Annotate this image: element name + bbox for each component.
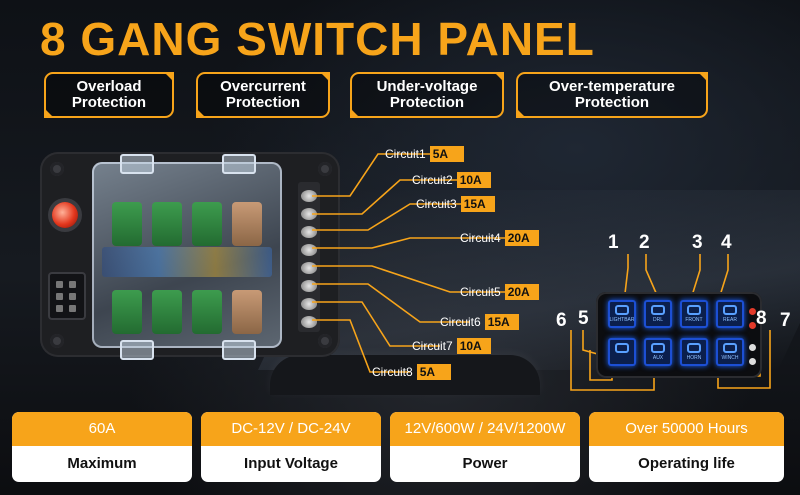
switch-1: LIGHTBAR xyxy=(608,300,636,328)
protection-sublabel: Protection xyxy=(574,94,650,111)
relay-row xyxy=(102,247,272,277)
switch-5 xyxy=(608,338,636,366)
switch-number-5: 5 xyxy=(578,308,589,329)
switch-number-2: 2 xyxy=(639,232,650,253)
page-title: 8 GANG SWITCH PANEL xyxy=(40,13,595,65)
cover-clip xyxy=(120,340,154,360)
circuit-amp: 15A xyxy=(484,314,519,330)
fuse-icon xyxy=(112,202,142,246)
switch-panel: LIGHTBAR DRL FRONT REAR AUX HORN WINCH xyxy=(596,292,762,378)
switch-label: LIGHTBAR xyxy=(609,317,635,323)
status-led-icon xyxy=(749,308,756,315)
switch-number-4: 4 xyxy=(721,232,732,253)
circuit-name: Circuit4 xyxy=(460,231,501,245)
protection-sublabel: Protection xyxy=(389,94,465,111)
spec-label: Input Voltage xyxy=(244,455,338,472)
switch-number-6: 6 xyxy=(556,310,567,331)
terminal-strip xyxy=(298,182,320,332)
fuse-icon xyxy=(192,290,222,334)
fuse-icon xyxy=(112,290,142,334)
cover-clip xyxy=(120,154,154,174)
spec-power: 12V/600W / 24V/1200W Power xyxy=(390,412,580,482)
spec-label: Power xyxy=(462,455,508,472)
protection-label: Overcurrent xyxy=(220,78,306,95)
car-dashboard-background xyxy=(270,355,540,395)
circuit-name: Circuit7 xyxy=(412,339,453,353)
switch-label: AUX xyxy=(652,355,664,361)
circuit-amp: 10A xyxy=(456,338,491,354)
switch-3: FRONT xyxy=(680,300,708,328)
switch-label: REAR xyxy=(723,317,737,323)
protection-label: Overload xyxy=(76,78,142,95)
protection-sublabel: Protection xyxy=(225,94,301,111)
spec-maximum: 60A Maximum xyxy=(12,412,192,482)
fuse-icon xyxy=(232,290,262,334)
spec-value: 60A xyxy=(12,412,192,446)
wiring-connector xyxy=(48,272,86,320)
screw-icon xyxy=(50,334,64,348)
screw-icon xyxy=(318,162,332,176)
spec-operating-life: Over 50000 Hours Operating life xyxy=(589,412,784,482)
switch-label: DRL xyxy=(652,317,663,323)
spec-value: DC-12V / DC-24V xyxy=(201,412,381,446)
switch-label: WINCH xyxy=(721,355,739,361)
spec-value: 12V/600W / 24V/1200W xyxy=(390,412,580,446)
circuit-amp: 10A xyxy=(456,172,491,188)
circuit-name: Circuit6 xyxy=(440,315,481,329)
fuse-icon xyxy=(152,202,182,246)
circuit-amp: 20A xyxy=(504,284,539,300)
switch-label: FRONT xyxy=(685,317,703,323)
fuse-icon xyxy=(232,202,262,246)
cover-clip xyxy=(222,340,256,360)
circuit-amp: 15A xyxy=(460,196,495,212)
circuit-amp: 5A xyxy=(429,146,464,162)
circuit-name: Circuit8 xyxy=(372,365,413,379)
protection-label: Over-temperature xyxy=(549,78,675,95)
status-led-icon xyxy=(749,322,756,329)
switch-number-7: 7 xyxy=(780,310,791,331)
switch-number-3: 3 xyxy=(692,232,703,253)
circuit-amp: 20A xyxy=(504,230,539,246)
protection-sublabel: Protection xyxy=(71,94,147,111)
screw-icon xyxy=(318,334,332,348)
circuit-amp: 5A xyxy=(416,364,451,380)
circuit-name: Circuit3 xyxy=(416,197,457,211)
switch-2: DRL xyxy=(644,300,672,328)
spec-label: Operating life xyxy=(638,455,735,472)
switch-number-8: 8 xyxy=(756,308,767,329)
fuse-icon xyxy=(192,202,222,246)
red-indicator-button xyxy=(52,202,78,228)
cover-clip xyxy=(222,154,256,174)
switch-label: HORN xyxy=(686,355,702,361)
circuit-name: Circuit5 xyxy=(460,285,501,299)
power-button-icon xyxy=(749,344,756,351)
spec-label: Maximum xyxy=(67,455,137,472)
circuit-name: Circuit1 xyxy=(385,147,426,161)
switch-number-1: 1 xyxy=(608,232,619,253)
protection-label: Under-voltage xyxy=(376,78,478,95)
circuit-name: Circuit2 xyxy=(412,173,453,187)
mode-button-icon xyxy=(749,358,756,365)
switch-4: REAR xyxy=(716,300,744,328)
switch-8: WINCH xyxy=(716,338,744,366)
spec-input-voltage: DC-12V / DC-24V Input Voltage xyxy=(201,412,381,482)
spec-value: Over 50000 Hours xyxy=(589,412,784,446)
fuse-icon xyxy=(152,290,182,334)
switch-7: HORN xyxy=(680,338,708,366)
screw-icon xyxy=(50,162,64,176)
switch-6: AUX xyxy=(644,338,672,366)
